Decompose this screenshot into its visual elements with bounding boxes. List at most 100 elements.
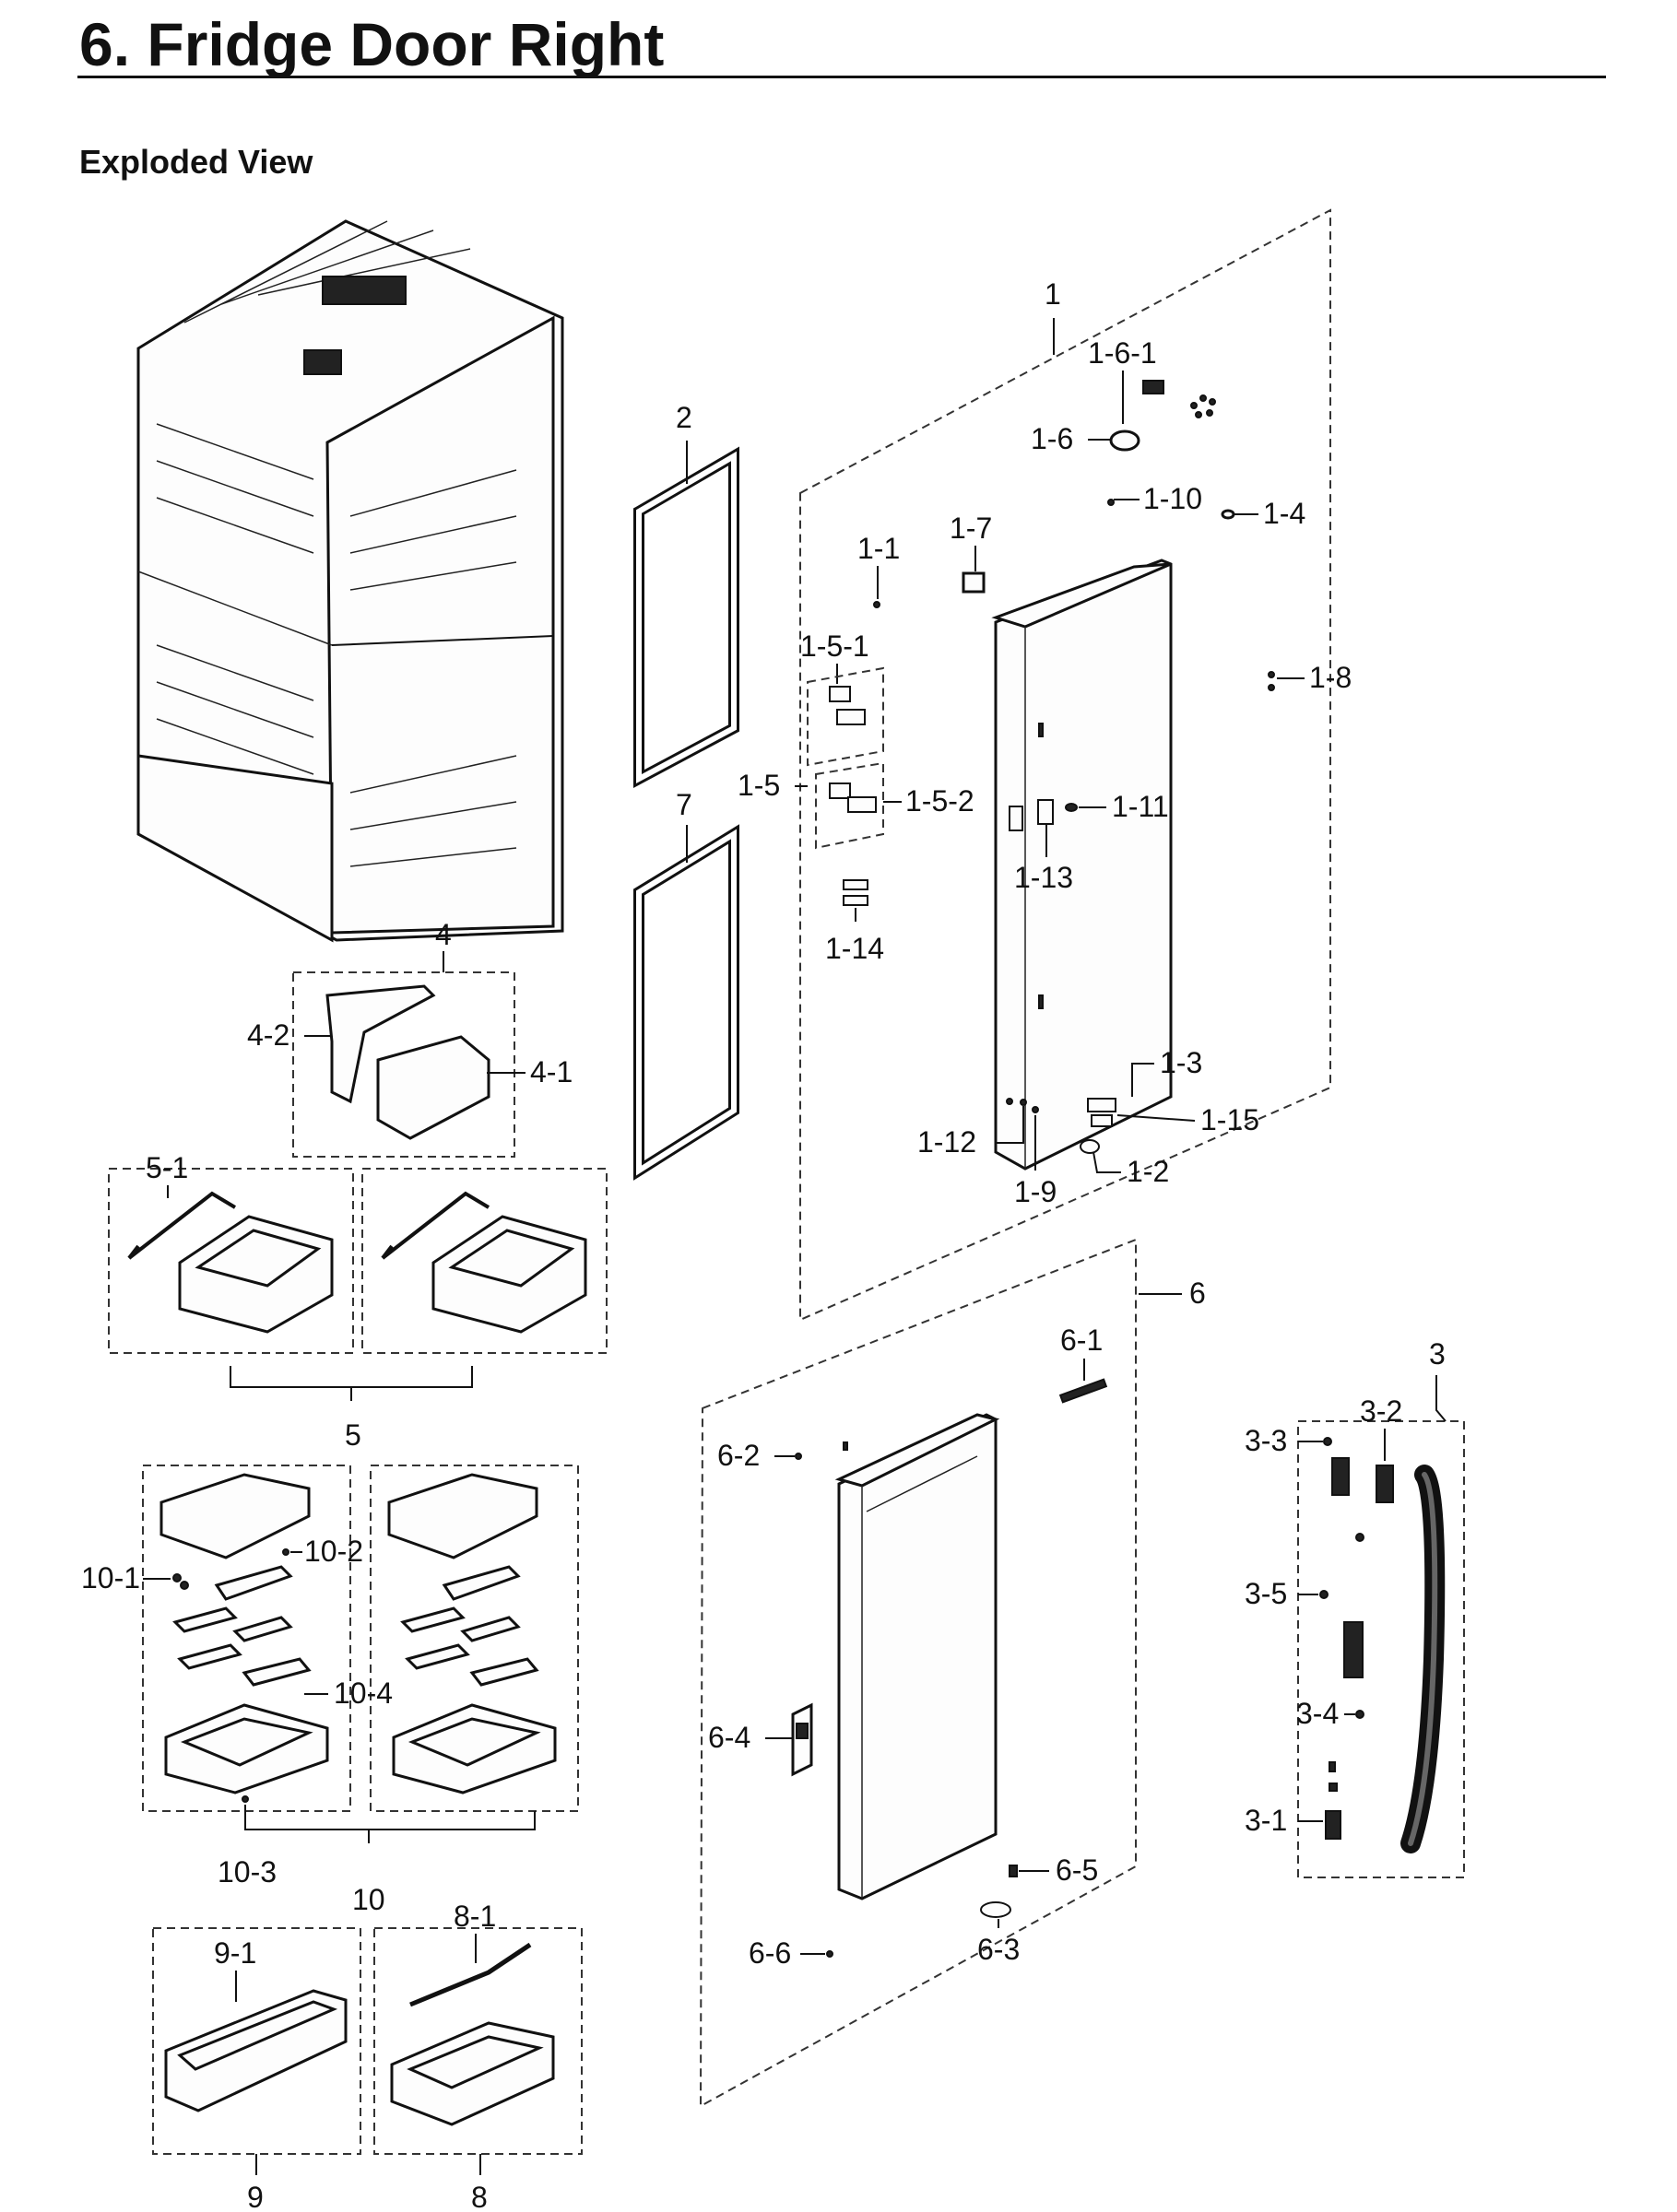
title-underline xyxy=(77,76,1606,78)
assembly-5-right-boundary xyxy=(361,1168,608,1354)
callout-3-2: 3-2 xyxy=(1360,1394,1402,1428)
part-1-6 xyxy=(1109,429,1140,452)
assembly-8-boundary xyxy=(373,1927,583,2155)
callout-4-1: 4-1 xyxy=(530,1055,573,1088)
callout-3-4: 3-4 xyxy=(1296,1697,1339,1730)
part-1-13 xyxy=(1037,799,1054,825)
callout-2: 2 xyxy=(676,401,692,434)
part-1-5-group xyxy=(807,666,884,850)
callout-9-1: 9-1 xyxy=(214,1936,256,1970)
part-6-3 xyxy=(980,1901,1011,1918)
callout-3-5: 3-5 xyxy=(1245,1577,1287,1610)
callout-3-1: 3-1 xyxy=(1245,1804,1287,1837)
callout-4: 4 xyxy=(435,918,452,951)
gasket-lower xyxy=(633,824,739,1181)
callout-3-3: 3-3 xyxy=(1245,1424,1287,1457)
callout-6-2: 6-2 xyxy=(717,1439,760,1472)
shelf-left xyxy=(159,1473,329,1794)
callout-1-10: 1-10 xyxy=(1143,482,1202,515)
fridge-cabinet xyxy=(136,219,564,943)
assembly-9-boundary xyxy=(152,1927,361,2155)
part-3-3 xyxy=(1323,1437,1332,1446)
section-subtitle: Exploded View xyxy=(79,143,313,181)
assembly-10-left-boundary xyxy=(142,1465,351,1812)
assembly-10-right-boundary xyxy=(370,1465,579,1812)
part-10-3 xyxy=(242,1795,249,1803)
part-1-7 xyxy=(962,571,986,594)
shelf-right xyxy=(387,1473,557,1794)
callout-5-1: 5-1 xyxy=(146,1151,188,1184)
callout-9: 9 xyxy=(247,2181,264,2212)
part-3-1 xyxy=(1325,1810,1341,1840)
part-1-1 xyxy=(873,601,880,608)
part-6-5 xyxy=(1009,1865,1018,1877)
part-3-2 xyxy=(1376,1465,1394,1503)
part-3-5-bracket xyxy=(1343,1621,1364,1678)
callout-1-11: 1-11 xyxy=(1112,790,1169,823)
callout-3: 3 xyxy=(1429,1337,1446,1371)
callout-10-4: 10-4 xyxy=(334,1677,393,1710)
callout-6-6: 6-6 xyxy=(749,1936,791,1970)
callout-1-7: 1-7 xyxy=(950,512,992,545)
part-1-2 xyxy=(1080,1139,1100,1154)
callout-7: 7 xyxy=(676,788,692,821)
part-3-3-bracket xyxy=(1331,1457,1350,1496)
part-3-5 xyxy=(1319,1590,1329,1599)
part-1-14 xyxy=(843,879,868,906)
callout-1-3: 1-3 xyxy=(1160,1046,1202,1079)
bin-9-1 xyxy=(164,1989,348,2112)
part-1-11 xyxy=(1065,803,1078,812)
callout-1-12: 1-12 xyxy=(917,1125,976,1159)
part-1-8 xyxy=(1268,671,1275,678)
part-6-1-logo xyxy=(1058,1378,1108,1404)
part-1-3 xyxy=(1087,1098,1116,1127)
part-6-2 xyxy=(795,1453,802,1460)
callout-1-8: 1-8 xyxy=(1309,661,1352,694)
basket-left xyxy=(127,1191,334,1334)
callout-6-4: 6-4 xyxy=(708,1721,750,1754)
callout-10-2: 10-2 xyxy=(304,1535,363,1568)
callout-1-15: 1-15 xyxy=(1200,1103,1259,1136)
callout-1-1: 1-1 xyxy=(857,532,900,565)
callout-1-2: 1-2 xyxy=(1127,1155,1169,1188)
callout-5: 5 xyxy=(345,1418,361,1452)
callout-1-4: 1-4 xyxy=(1263,497,1305,530)
part-1-12 xyxy=(1006,1098,1013,1105)
callout-1-13: 1-13 xyxy=(1014,861,1073,894)
assembly-4-boundary xyxy=(292,971,515,1158)
door-outer-panel xyxy=(834,1413,1000,1900)
part-10-2 xyxy=(282,1548,289,1556)
callout-1-6: 1-6 xyxy=(1031,422,1073,455)
callout-8: 8 xyxy=(471,2181,488,2212)
door-inner-panel xyxy=(991,559,1173,1171)
callout-10-1: 10-1 xyxy=(81,1561,140,1594)
screws-1-6 xyxy=(1190,394,1216,418)
part-4-2 xyxy=(325,984,436,1104)
assembly-6-boundary xyxy=(699,1238,1137,2108)
part-6-6 xyxy=(826,1950,833,1958)
gasket-upper xyxy=(633,446,739,789)
assembly-3-boundary xyxy=(1297,1420,1465,1878)
part-3-4 xyxy=(1355,1710,1364,1719)
callout-8-1: 8-1 xyxy=(454,1900,496,1933)
part-6-4 xyxy=(791,1702,813,1777)
bin-8 xyxy=(390,1942,555,2126)
basket-right xyxy=(381,1191,587,1334)
callout-1-9: 1-9 xyxy=(1014,1175,1057,1208)
callout-1-14: 1-14 xyxy=(825,932,884,965)
part-1-6-1 xyxy=(1142,380,1164,394)
callout-1-5-2: 1-5-2 xyxy=(905,784,974,818)
part-1-9 xyxy=(1032,1106,1039,1113)
callout-10-3: 10-3 xyxy=(218,1855,277,1888)
callout-6-5: 6-5 xyxy=(1056,1853,1098,1887)
callout-1-6-1: 1-6-1 xyxy=(1088,336,1157,370)
callout-6: 6 xyxy=(1189,1277,1206,1310)
assembly-5-left-boundary xyxy=(108,1168,354,1354)
callout-1: 1 xyxy=(1045,277,1061,311)
callout-6-1: 6-1 xyxy=(1060,1324,1103,1357)
callout-1-5-1: 1-5-1 xyxy=(800,629,869,663)
page-title: 6. Fridge Door Right xyxy=(79,10,665,78)
part-1-4 xyxy=(1221,509,1235,520)
callout-1-5: 1-5 xyxy=(738,769,780,802)
